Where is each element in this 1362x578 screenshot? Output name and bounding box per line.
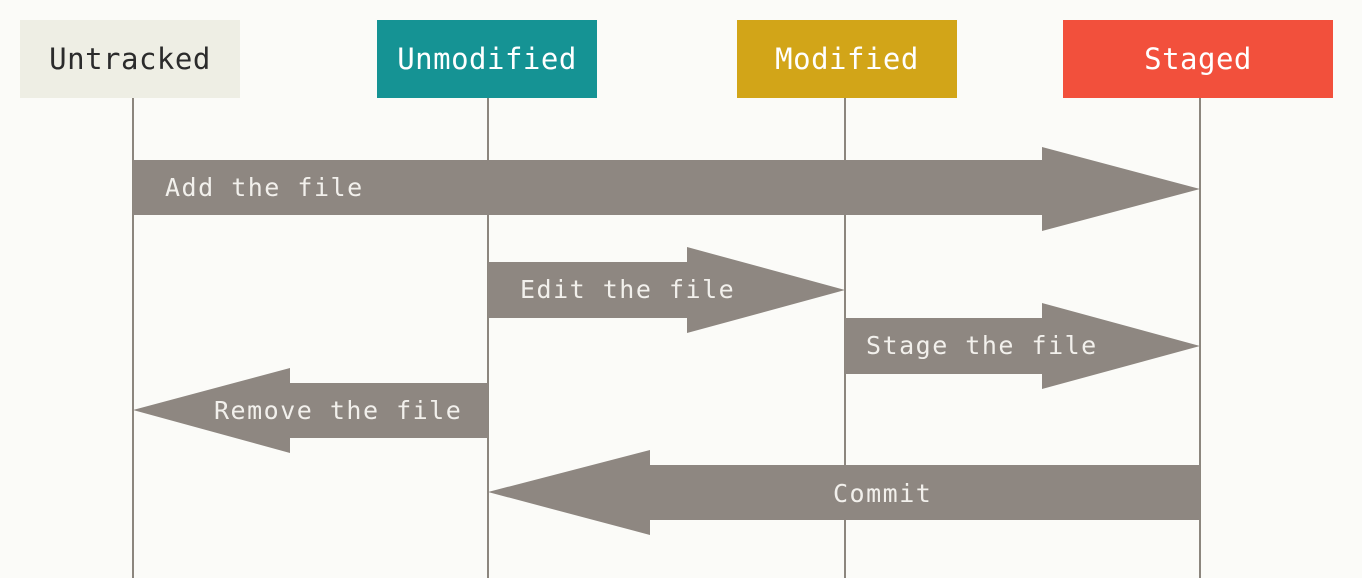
state-label-modified: Modified (775, 42, 919, 76)
state-box-untracked[interactable]: Untracked (20, 20, 240, 98)
state-box-unmodified[interactable]: Unmodified (377, 20, 597, 98)
transition-label-commit: Commit (833, 479, 933, 508)
state-box-staged[interactable]: Staged (1063, 20, 1333, 98)
transition-label-stage: Stage the file (866, 331, 1098, 360)
arrow-remove-the-file (133, 368, 488, 453)
arrow-edit-the-file (488, 247, 845, 333)
arrow-stage-the-file (845, 303, 1200, 389)
arrow-add-the-file (133, 147, 1200, 231)
arrow-commit (488, 450, 1200, 535)
state-label-untracked: Untracked (49, 42, 211, 76)
transition-label-remove: Remove the file (214, 396, 463, 425)
state-label-unmodified: Unmodified (397, 42, 577, 76)
transition-label-edit: Edit the file (520, 275, 736, 304)
transition-label-add: Add the file (165, 173, 364, 202)
state-box-modified[interactable]: Modified (737, 20, 957, 98)
state-label-staged: Staged (1144, 42, 1252, 76)
